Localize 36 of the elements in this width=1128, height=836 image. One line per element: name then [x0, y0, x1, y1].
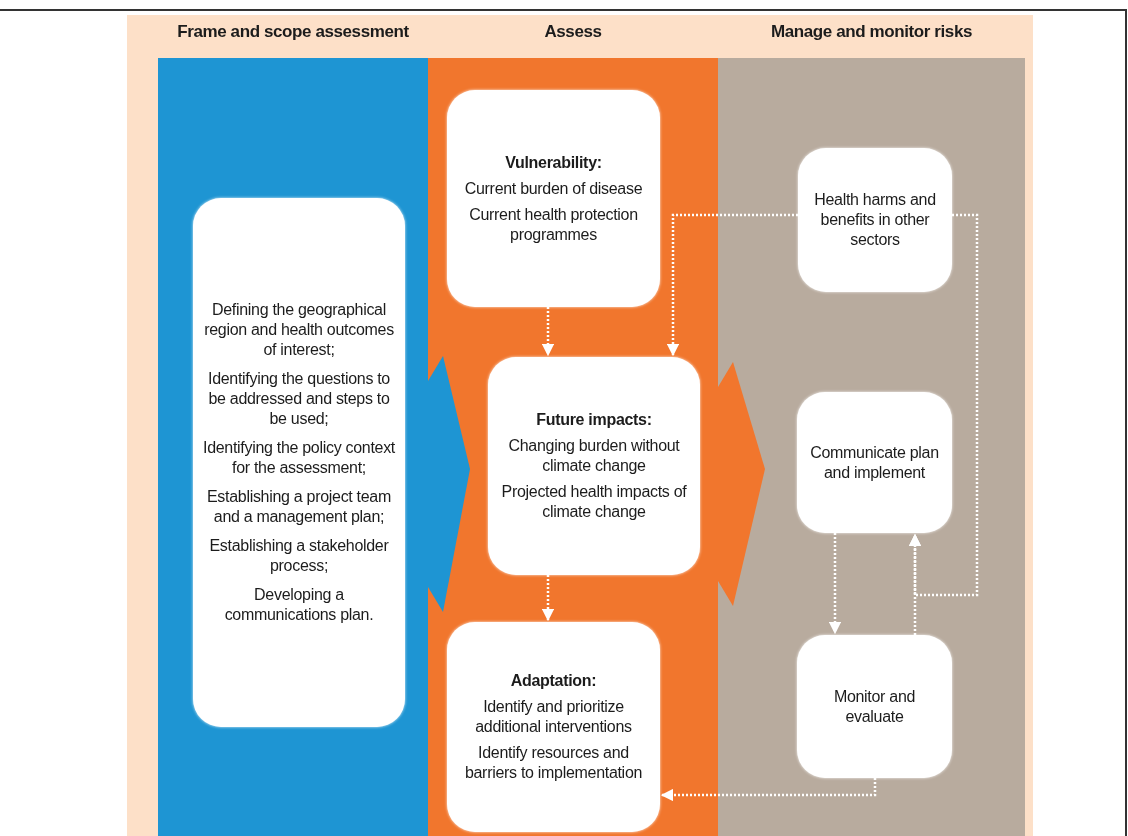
step-box — [447, 90, 660, 307]
box-text: Identify resources and barriers to implementation — [463, 743, 644, 783]
box-text: Establishing a project team and a management plan; — [206, 487, 392, 527]
dotted-arrow — [666, 213, 798, 357]
box-text: Changing burden without climate change — [507, 436, 681, 476]
box-text: Identify and prioritize additional interventions — [474, 697, 633, 737]
step-box — [193, 198, 405, 727]
step-box — [488, 357, 700, 575]
step-box — [797, 635, 952, 778]
stage-heading: Frame and scope assessment — [176, 22, 410, 42]
box-text: Current health protection programmes — [468, 204, 639, 245]
dotted-arrow — [908, 213, 979, 597]
step-box — [797, 392, 952, 533]
box-text: Establishing a stakeholder process; — [208, 536, 390, 576]
dotted-arrow — [541, 575, 555, 622]
step-box — [798, 148, 952, 292]
dotted-arrow — [828, 533, 842, 635]
box-text: Developing a communications plan. — [223, 585, 375, 625]
box-text: Identifying the policy context for the assessment; — [203, 438, 395, 478]
stage-arrow — [718, 362, 765, 606]
stage-arrow — [428, 356, 470, 612]
box-heading: Adaptation: — [510, 671, 597, 691]
stage-heading: Assess — [543, 22, 603, 42]
step-box — [447, 622, 660, 832]
box-text: Monitor and evaluate — [832, 686, 917, 727]
box-text: Current burden of disease — [464, 178, 643, 199]
box-heading: Vulnerability: — [505, 152, 602, 173]
stage-heading: Manage and monitor risks — [769, 22, 974, 42]
dotted-arrow — [541, 307, 555, 357]
box-heading: Future impacts: — [536, 410, 652, 430]
box-text: Projected health impacts of climate change — [500, 482, 688, 522]
box-text: Defining the geographical region and health outcomes of interest; — [203, 300, 395, 360]
box-text: Communicate plan and implement — [809, 442, 940, 483]
dotted-arrow — [660, 778, 877, 802]
box-text: Health harms and benefits in other sectors — [813, 190, 937, 250]
box-text: Identifying the questions to be addressed and steps to be used; — [207, 369, 391, 429]
